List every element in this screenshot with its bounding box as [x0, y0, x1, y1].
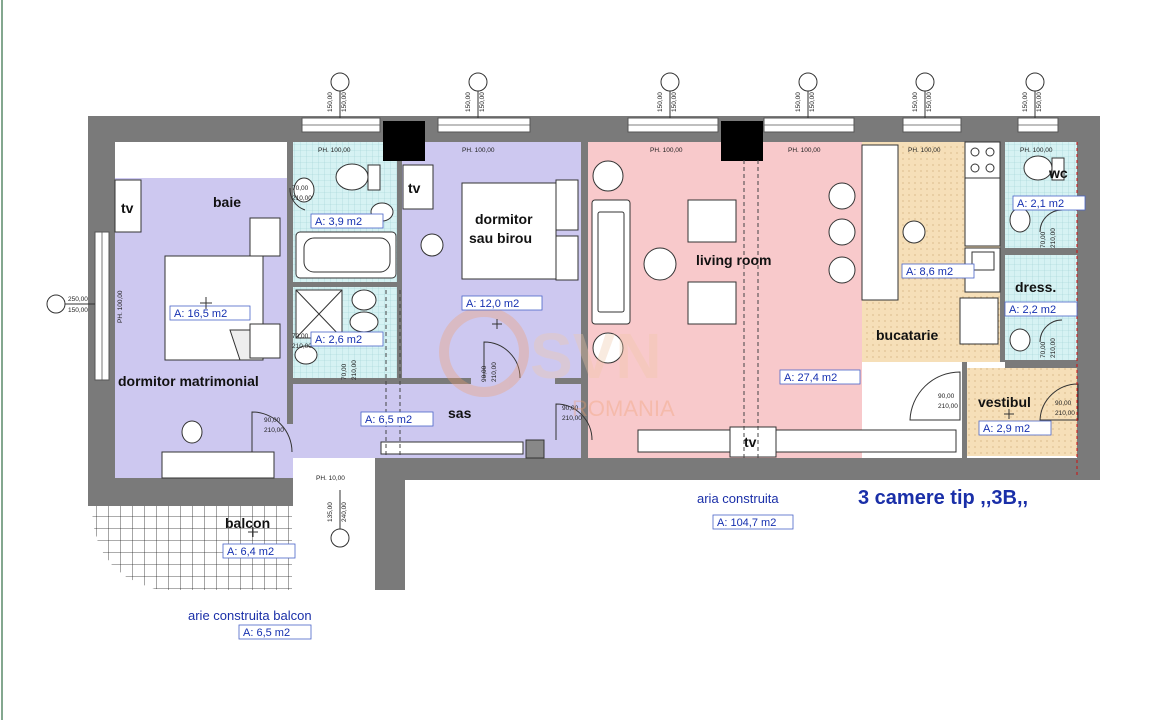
label-vestibul: vestibul	[978, 394, 1031, 410]
svg-text:90,00: 90,00	[938, 393, 955, 400]
svg-text:150,00: 150,00	[68, 307, 88, 314]
svg-text:210,00: 210,00	[351, 360, 358, 380]
svg-text:150,00: 150,00	[341, 92, 348, 112]
svg-text:210,00: 210,00	[1050, 338, 1057, 358]
svg-text:A: 3,9 m2: A: 3,9 m2	[315, 216, 362, 228]
svg-text:90,00: 90,00	[562, 405, 579, 412]
svg-text:ROMANIA: ROMANIA	[572, 396, 675, 421]
svg-text:135,00: 135,00	[327, 502, 334, 522]
arie-balcon-value: A: 6,5 m2	[243, 627, 290, 639]
svg-text:150,00: 150,00	[926, 92, 933, 112]
svg-text:150,00: 150,00	[465, 92, 472, 112]
svg-text:70,00: 70,00	[292, 185, 309, 192]
balcon-door-labels: 135,00 240,00	[327, 502, 348, 522]
svg-text:70,00: 70,00	[1040, 341, 1047, 358]
label-bucatarie: bucatarie	[876, 327, 938, 343]
svg-text:210,00: 210,00	[264, 427, 284, 434]
svg-text:150,00: 150,00	[795, 92, 802, 112]
svg-text:90,00: 90,00	[481, 365, 488, 382]
shaft-2	[721, 121, 763, 161]
door-dim-labels: 90,00 210,00 70,00 210,00 70,00 210,00 9…	[264, 185, 1075, 434]
center-marks	[200, 297, 1014, 537]
svg-text:210,00: 210,00	[1050, 228, 1057, 248]
svg-text:70,00: 70,00	[341, 363, 348, 380]
aria-construita-value: A: 104,7 m2	[717, 517, 776, 529]
arie-balcon-label: arie construita balcon	[188, 608, 312, 623]
svg-text:A: 2,9 m2: A: 2,9 m2	[983, 423, 1030, 435]
svg-text:90,00: 90,00	[264, 417, 281, 424]
label-tv-2: tv	[408, 180, 421, 196]
svg-text:A: 6,4 m2: A: 6,4 m2	[227, 546, 274, 558]
svg-text:150,00: 150,00	[657, 92, 664, 112]
svg-text:A: 16,5 m2: A: 16,5 m2	[174, 308, 227, 320]
label-tv-3: tv	[744, 434, 757, 450]
svg-text:PH. 100,00: PH. 100,00	[318, 147, 351, 154]
svg-text:A: 8,6 m2: A: 8,6 m2	[906, 266, 953, 278]
svg-text:A: 12,0 m2: A: 12,0 m2	[466, 298, 519, 310]
svg-text:150,00: 150,00	[671, 92, 678, 112]
svg-text:210,00: 210,00	[292, 195, 312, 202]
label-living: living room	[696, 252, 771, 268]
svg-text:A: 2,6 m2: A: 2,6 m2	[315, 334, 362, 346]
window-dim-labels: 150,00 150,00 150,00 150,00 150,00 150,0…	[68, 92, 1043, 314]
svg-text:A: 2,2 m2: A: 2,2 m2	[1009, 304, 1056, 316]
walls	[88, 116, 1100, 590]
svg-text:70,00: 70,00	[1040, 231, 1047, 248]
area-tags: A: 16,5 m2 A: 3,9 m2 A: 2,6 m2 A: 12,0 m…	[169, 195, 1086, 640]
label-wc: wc	[1048, 165, 1068, 181]
svg-text:PH. 100,00: PH. 100,00	[1020, 147, 1053, 154]
floor-closet	[115, 142, 293, 178]
svg-text:A: 6,5 m2: A: 6,5 m2	[365, 414, 412, 426]
svg-text:PH. 100,00: PH. 100,00	[788, 147, 821, 154]
label-dormitor-matrimonial: dormitor matrimonial	[118, 373, 259, 389]
svg-text:210,00: 210,00	[292, 343, 312, 350]
plan-title: 3 camere tip ,,3B,,	[858, 487, 1028, 509]
floor-vestibul	[966, 368, 1077, 456]
sill-labels: PH. 100,00 PH. 100,00 PH. 100,00 PH. 100…	[117, 147, 1053, 482]
label-baie: baie	[213, 194, 241, 210]
label-balcon: balcon	[225, 515, 270, 531]
svg-text:150,00: 150,00	[1022, 92, 1029, 112]
svg-text:210,00: 210,00	[562, 415, 582, 422]
svg-text:PH. 100,00: PH. 100,00	[908, 147, 941, 154]
svg-text:A: 2,1 m2: A: 2,1 m2	[1017, 198, 1064, 210]
svg-text:250,00: 250,00	[68, 296, 88, 303]
label-tv-1: tv	[121, 200, 134, 216]
label-dormitor-2: sau birou	[469, 230, 532, 246]
svg-text:PH. 100,00: PH. 100,00	[117, 290, 124, 323]
label-sas: sas	[448, 405, 472, 421]
svg-text:150,00: 150,00	[1036, 92, 1043, 112]
label-dormitor-1: dormitor	[475, 211, 533, 227]
door-swings	[251, 187, 1079, 453]
svg-text:PH. 100,00: PH. 100,00	[650, 147, 683, 154]
svg-text:90,00: 90,00	[1055, 400, 1072, 407]
svg-text:210,00: 210,00	[1055, 410, 1075, 417]
axis-lines	[385, 160, 759, 458]
svg-text:210,00: 210,00	[491, 362, 498, 382]
svg-text:A: 27,4 m2: A: 27,4 m2	[784, 372, 837, 384]
svg-text:150,00: 150,00	[479, 92, 486, 112]
svg-text:240,00: 240,00	[341, 502, 348, 522]
windows	[94, 117, 1059, 381]
svg-text:150,00: 150,00	[912, 92, 919, 112]
balcon-door-marker	[330, 490, 350, 548]
aria-construita-label: aria construita	[697, 491, 779, 506]
svg-text:PH. 10,00: PH. 10,00	[316, 475, 345, 482]
furniture	[114, 141, 1065, 479]
floor-balcon	[92, 505, 292, 590]
room-labels: baie dormitor matrimonial dormitor sau b…	[118, 165, 1068, 531]
shaft-1	[383, 121, 425, 161]
label-dress: dress.	[1015, 279, 1056, 295]
svg-text:210,00: 210,00	[938, 403, 958, 410]
svg-text:70,00: 70,00	[292, 333, 309, 340]
svg-text:150,00: 150,00	[809, 92, 816, 112]
window-markers	[46, 72, 1045, 314]
watermark: SVN ROMANIA	[439, 307, 675, 421]
svg-text:PH. 100,00: PH. 100,00	[462, 147, 495, 154]
svg-text:150,00: 150,00	[327, 92, 334, 112]
svg-text:SVN: SVN	[530, 320, 662, 392]
